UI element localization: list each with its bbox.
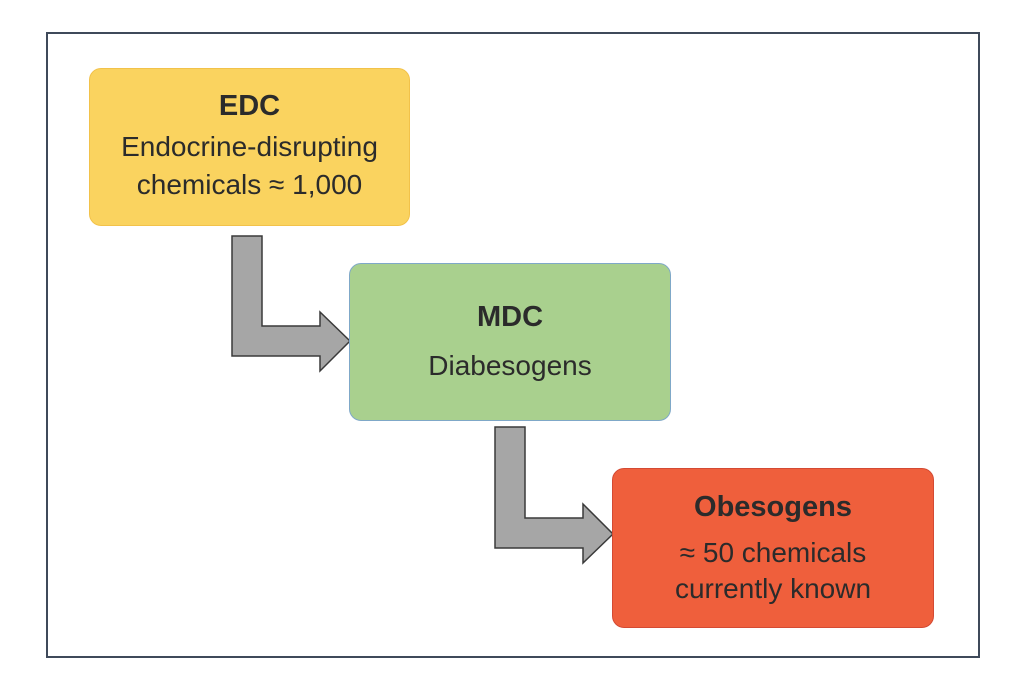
mdc-title: MDC: [476, 301, 544, 333]
obesogens-box: Obesogens ≈ 50 chemicals currently known: [612, 468, 934, 628]
edc-description-line1: Endocrine-disrupting: [121, 131, 378, 162]
obesogens-description-line2: currently known: [674, 573, 872, 604]
obesogens-description-line1: ≈ 50 chemicals: [679, 537, 867, 568]
obesogens-title: Obesogens: [694, 491, 852, 523]
edc-box: EDC Endocrine-disrupting chemicals ≈ 1,0…: [89, 68, 410, 226]
arrow-mdc-to-obesogens: [494, 426, 615, 565]
edc-title: EDC: [218, 90, 281, 122]
mdc-box: MDC Diabesogens: [349, 263, 671, 421]
mdc-description: Diabesogens: [428, 350, 592, 381]
arrow-edc-to-mdc: [231, 235, 352, 373]
edc-description-line2: chemicals ≈ 1,000: [136, 169, 363, 200]
